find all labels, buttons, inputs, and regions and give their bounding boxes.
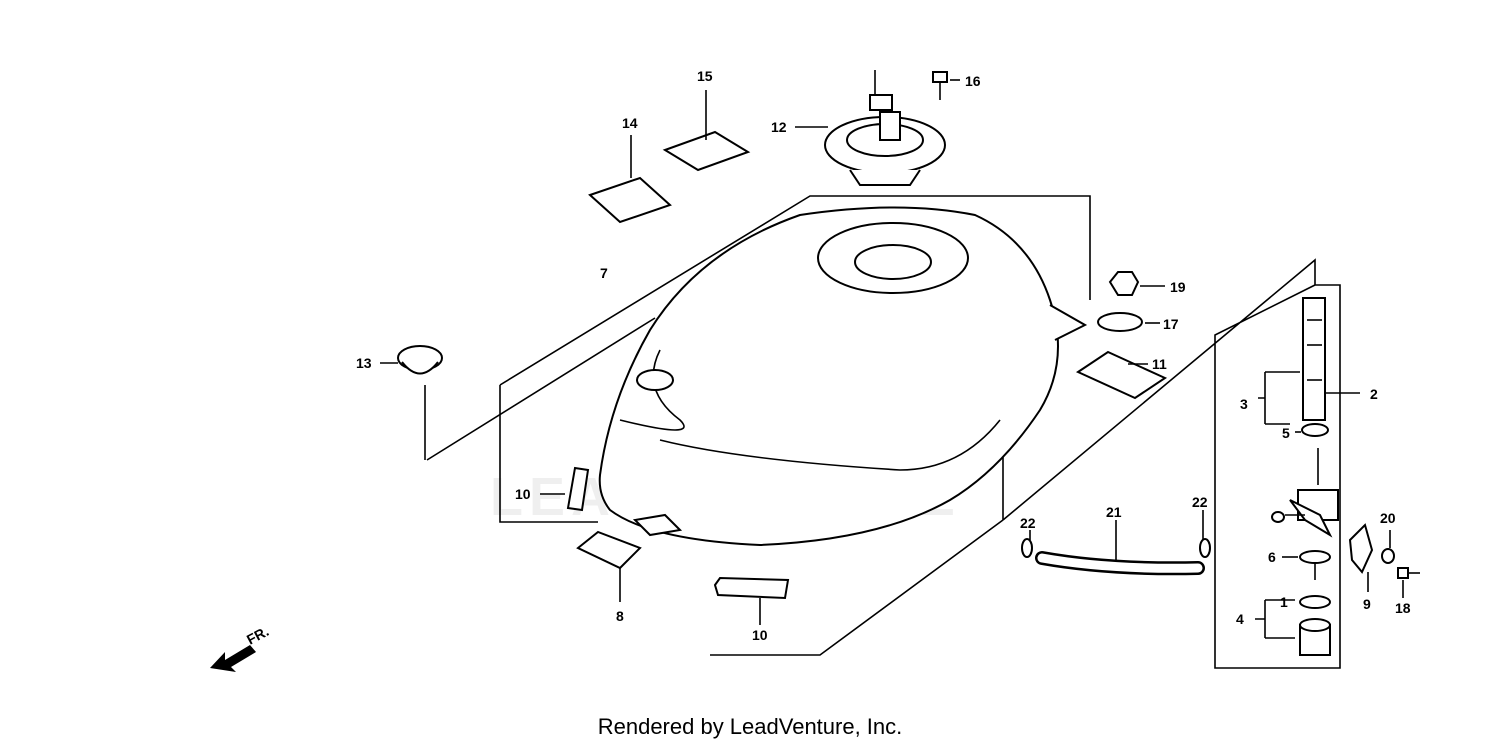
cushion-8 xyxy=(576,530,642,570)
washer-20 xyxy=(1381,548,1395,564)
callout-3: 3 xyxy=(1240,396,1248,412)
callout-13: 13 xyxy=(356,355,372,371)
plug-13 xyxy=(397,345,443,375)
fuel-cap xyxy=(824,70,946,186)
callout-21: 21 xyxy=(1106,504,1122,520)
callout-11: 11 xyxy=(1152,356,1167,372)
callout-14: 14 xyxy=(622,115,638,131)
valve-lever-9 xyxy=(1348,523,1374,574)
cup-4 xyxy=(1299,618,1331,656)
label-14 xyxy=(588,176,672,224)
callout-6: 6 xyxy=(1268,549,1276,565)
mount-rubber-11 xyxy=(1075,350,1168,400)
callout-17: 17 xyxy=(1163,316,1179,332)
front-direction-label: FR. xyxy=(244,623,271,648)
fuel-hose-21-inner xyxy=(1037,553,1203,573)
callout-7: 7 xyxy=(600,265,608,281)
callout-20: 20 xyxy=(1380,510,1396,526)
label-15 xyxy=(662,130,751,172)
strainer-3 xyxy=(1302,297,1326,421)
callout-19: 19 xyxy=(1170,279,1186,295)
tank-cap-group-line xyxy=(426,317,656,461)
callout-15: 15 xyxy=(697,68,713,84)
callout-12: 12 xyxy=(771,119,787,135)
callout-9: 9 xyxy=(1363,596,1371,612)
clip-22-right xyxy=(1199,538,1211,558)
o-ring-1 xyxy=(1299,595,1331,609)
screw-18 xyxy=(1397,567,1420,579)
callout-10-left: 10 xyxy=(515,486,531,502)
credit-text: Rendered by LeadVenture, Inc. xyxy=(597,714,903,739)
callout-18: 18 xyxy=(1395,600,1411,616)
callout-16: 16 xyxy=(965,73,981,89)
cushion-10-left xyxy=(566,466,590,512)
washer-17 xyxy=(1097,312,1143,332)
callout-1: 1 xyxy=(1280,594,1288,610)
callout-2: 2 xyxy=(1370,386,1378,402)
packing-6 xyxy=(1299,550,1331,580)
callout-22-left: 22 xyxy=(1020,515,1036,531)
callout-5: 5 xyxy=(1282,425,1290,441)
clip-22-left xyxy=(1021,538,1033,558)
front-direction-arrow xyxy=(210,645,256,672)
callout-4: 4 xyxy=(1236,611,1244,627)
nut-19 xyxy=(1108,271,1140,296)
valve-group-bracket xyxy=(1002,258,1341,669)
bolt-16 xyxy=(932,71,960,100)
callout-22-right: 22 xyxy=(1192,494,1208,510)
cushion-10-bottom xyxy=(713,576,790,600)
fuel-tank xyxy=(598,206,1088,547)
tank-assembly-bracket xyxy=(499,195,1091,656)
fuel-valve xyxy=(1271,448,1339,538)
callout-10-bottom: 10 xyxy=(752,627,768,643)
o-ring-5 xyxy=(1301,423,1329,437)
callout-8: 8 xyxy=(616,608,624,624)
